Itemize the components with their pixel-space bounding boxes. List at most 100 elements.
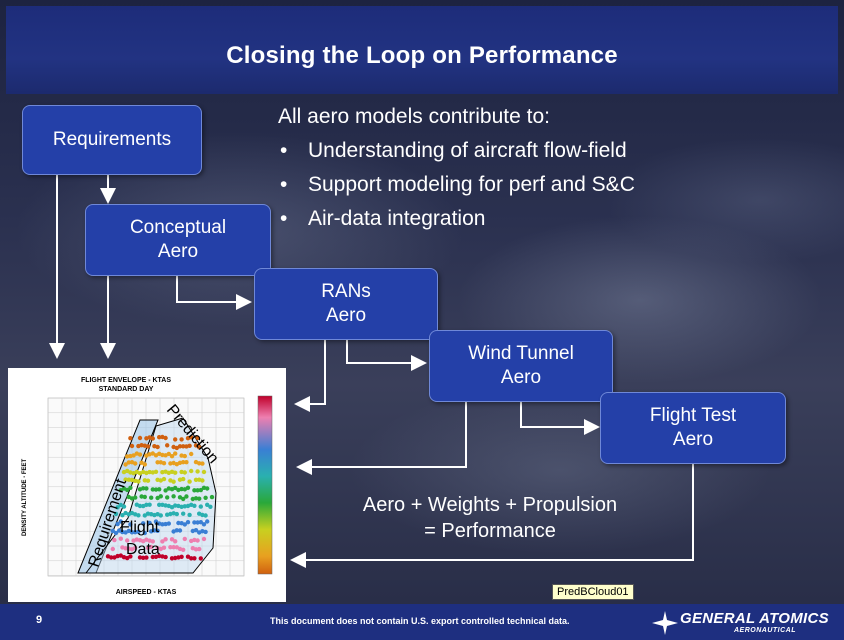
flight-data-dot (141, 555, 146, 560)
flight-data-dot (118, 519, 124, 524)
requirements-label: Requirements (52, 129, 172, 150)
flight-data-dot (137, 435, 143, 441)
flight-data-dot (129, 443, 135, 449)
flight-data-dot (147, 502, 152, 507)
flight-data-dot (198, 556, 203, 561)
flight-data-dot (113, 530, 119, 536)
flight-data-dot (205, 519, 210, 524)
flight-data-dot (187, 479, 192, 484)
flight-data-dot (205, 486, 210, 491)
flight-data-dot (133, 495, 138, 500)
arrow-wind-to-flight (520, 400, 600, 435)
flight-data-dot (177, 528, 183, 533)
flight-data-dot (149, 544, 154, 550)
arrow-wind-to-chart (296, 400, 467, 475)
flight-data-dot (144, 555, 149, 560)
flight-data-dot (115, 505, 120, 510)
flight-data-dot (153, 469, 159, 474)
performance-line-2: = Performance (424, 520, 556, 542)
flight-data-dot (174, 511, 179, 517)
flight-data-dot (163, 435, 168, 441)
title-bar: Closing the Loop on Performance (6, 6, 838, 94)
bullet-list: All aero models contribute to: Understan… (278, 100, 635, 236)
flight-data-dot (185, 520, 191, 525)
requirements-box: Requirements (22, 105, 202, 175)
flight-data-dot (153, 487, 159, 492)
flight-data-dot (126, 460, 131, 465)
flight-data-dot (197, 461, 202, 466)
flight-data-dot (147, 520, 152, 526)
logo-subtitle: AERONAUTICAL (734, 627, 796, 634)
flight-data-dot (189, 435, 194, 440)
flight-data-dot (200, 461, 205, 466)
logo-name: GENERAL ATOMICS (680, 610, 829, 627)
flight-data-dot (165, 495, 170, 500)
flight-envelope-chart: FLIGHT ENVELOPE - KTAS STANDARD DAY Pred… (8, 368, 286, 602)
flight-data-dot (165, 443, 170, 448)
flight-data-dot (181, 444, 186, 449)
flight-data-dot (174, 528, 179, 533)
flight-data-dot (193, 547, 199, 552)
flight-data-dot (181, 511, 186, 516)
arrow-rans-to-chart (294, 340, 326, 412)
flight-data-dot (136, 479, 141, 484)
flight-data-dot (173, 470, 178, 475)
flight-label-1: Flight Test (649, 405, 737, 426)
flight-data-dot (129, 530, 135, 535)
flight-data-dot (169, 454, 175, 459)
flight-data-dot (144, 502, 149, 507)
flight-data-dot (203, 529, 208, 535)
flight-data-dot (137, 555, 143, 560)
flight-data-dot (136, 513, 141, 518)
flight-data-dot (197, 546, 202, 552)
page-number: 9 (36, 614, 43, 626)
flight-data-dot (173, 437, 178, 442)
flight-data-dot (118, 536, 124, 541)
flight-data-dot (179, 486, 184, 492)
flight-data-dot (126, 477, 131, 482)
flight-data-dot (195, 469, 200, 474)
flight-data-dot (192, 556, 197, 561)
wind-tunnel-aero-box: Wind Tunnel Aero (429, 330, 613, 402)
flight-data-dot (163, 537, 168, 542)
flight-data-dot (157, 553, 162, 559)
chart-xlabel: AIRSPEED - KTAS (116, 589, 177, 596)
flight-data-dot (192, 503, 197, 508)
export-disclaimer: This document does not contain U.S. expo… (270, 616, 570, 626)
flight-data-dot (171, 494, 176, 499)
flight-data-dot (133, 461, 138, 466)
flight-data-points (105, 434, 215, 561)
flight-data-dot (193, 496, 199, 501)
flight-data-dot (171, 545, 176, 550)
wind-label-1: Wind Tunnel (468, 343, 574, 364)
flight-data-dot (128, 485, 133, 490)
rans-aero-box: RANs Aero (254, 268, 438, 340)
flight-data-dot (163, 554, 168, 560)
flight-data-dot (195, 538, 200, 543)
overlay-flight: Flight (120, 519, 160, 536)
flight-data-dot (115, 521, 120, 527)
flight-data-dot (189, 468, 194, 474)
flight-data-dot (189, 451, 194, 457)
flight-data-dot (192, 520, 197, 525)
flight-data-dot (142, 530, 147, 536)
arrow-flight-to-chart (290, 463, 694, 568)
performance-line-1: Aero + Weights + Propulsion (362, 494, 618, 516)
flight-label-2: Aero (672, 429, 714, 450)
flight-data-dot (152, 528, 157, 533)
flight-data-dot (169, 556, 175, 561)
flight-data-dot (161, 461, 167, 466)
rans-label-2: Aero (325, 305, 367, 326)
flight-data-dot (137, 452, 143, 457)
flight-data-dot (173, 485, 178, 491)
flight-data-dot (182, 522, 187, 527)
footer-bar: 9 This document does not contain U.S. ex… (0, 604, 844, 640)
flight-data-dot (203, 495, 208, 500)
flight-data-dot (201, 469, 207, 475)
performance-equation: Aero + Weights + Propulsion = Performanc… (330, 492, 650, 544)
flight-data-dot (139, 494, 144, 499)
slide-title: Closing the Loop on Performance (226, 42, 618, 69)
general-atomics-logo: GENERAL ATOMICS AERONAUTICAL (652, 609, 832, 637)
flight-data-dot (160, 522, 165, 527)
